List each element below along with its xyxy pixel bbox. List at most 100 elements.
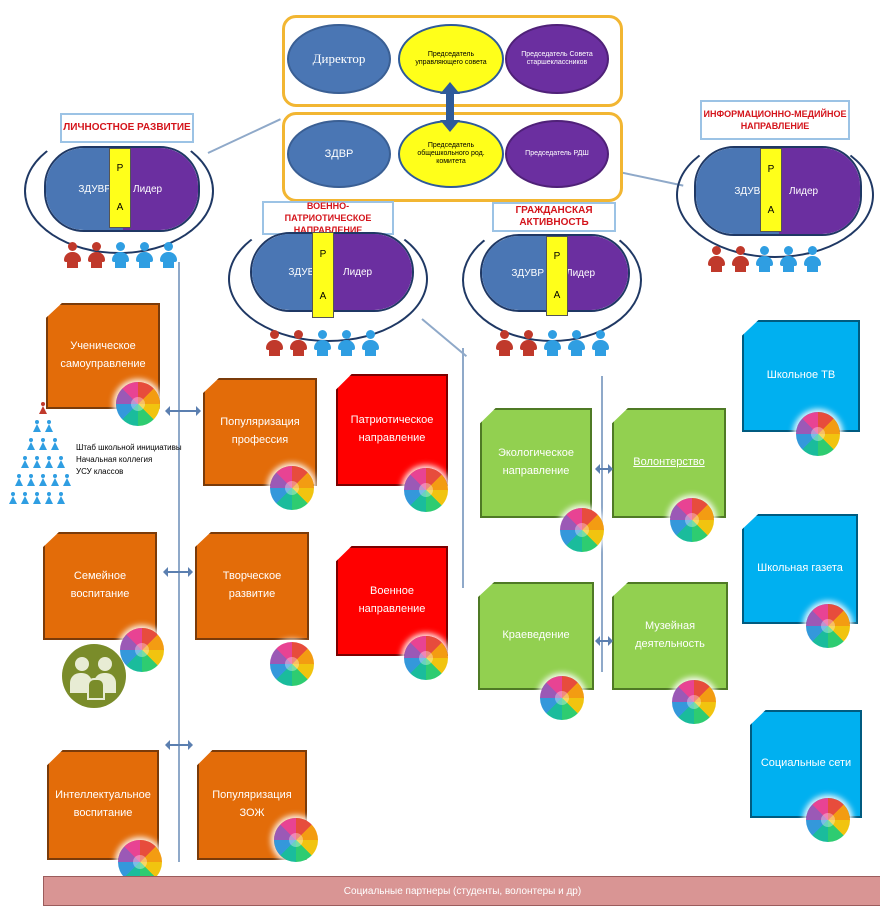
self-gov-item: Начальная коллегия — [76, 455, 153, 464]
puzzle-wheel-icon — [670, 498, 714, 542]
parent-committee-oval: Председатель общешкольного род. комитета — [398, 120, 504, 188]
direction-card: Экологическое направление — [480, 408, 592, 518]
double-arrow-icon — [595, 636, 613, 646]
double-arrow-icon — [595, 464, 613, 474]
double-arrow-icon — [440, 82, 460, 132]
double-arrow-icon — [165, 740, 193, 750]
cluster-right-label: Лидер — [779, 148, 860, 234]
pyramid-people-icon — [8, 400, 74, 520]
direction-card: Музейная деятельность — [612, 582, 728, 690]
double-arrow-icon — [165, 406, 201, 416]
direction-card: Интеллектуальное воспитание — [47, 750, 159, 860]
card-label: Военное направление — [358, 585, 426, 615]
person-icon — [494, 330, 514, 356]
direction-card: Патриотическое направление — [336, 374, 448, 486]
cluster-title: ГРАЖДАНСКАЯ АКТИВНОСТЬ — [492, 202, 616, 232]
card-label: Интеллектуальное воспитание — [55, 789, 151, 819]
person-icon — [518, 330, 538, 356]
person-icon — [802, 246, 822, 272]
connector-line — [178, 262, 180, 862]
rdsh-chair-label: Председатель РДШ — [525, 150, 589, 158]
card-label: Семейное воспитание — [70, 570, 130, 600]
puzzle-wheel-icon — [540, 676, 584, 720]
person-icon — [134, 242, 154, 268]
cluster-title: ИНФОРМАЦИОННО-МЕДИЙНОЕ НАПРАВЛЕНИЕ — [700, 100, 850, 140]
puzzle-wheel-icon — [806, 798, 850, 842]
person-icon — [360, 330, 380, 356]
media-card: Школьная газета — [742, 514, 858, 624]
zdvr-label: ЗДВР — [324, 148, 354, 160]
card-label: Экологическое направление — [497, 447, 575, 477]
social-partners-bar: Социальные партнеры (студенты, волонтеры… — [43, 876, 880, 906]
person-icon — [86, 242, 106, 268]
people-row — [706, 246, 822, 272]
card-label: Творческое развитие — [222, 570, 282, 600]
family-icon — [62, 644, 126, 708]
direction-card: Популяризация профессия — [203, 378, 317, 486]
person-icon — [706, 246, 726, 272]
senior-council-label: Председатель Совета старшеклассников — [521, 51, 593, 66]
media-card: Социальные сети — [750, 710, 862, 818]
puzzle-wheel-icon — [560, 508, 604, 552]
puzzle-wheel-icon — [796, 412, 840, 456]
people-row — [264, 330, 380, 356]
cluster-arc — [676, 132, 874, 258]
council-chair-label: Председатель управляющего совета — [415, 51, 487, 66]
media-card: Школьное ТВ — [742, 320, 860, 432]
person-icon — [288, 330, 308, 356]
person-icon — [566, 330, 586, 356]
person-icon — [754, 246, 774, 272]
direction-card: Волонтерство — [612, 408, 726, 518]
person-icon — [110, 242, 130, 268]
connector-line — [207, 118, 281, 154]
cluster-right-label: Лидер — [556, 236, 628, 310]
card-label: Школьная газета — [757, 562, 843, 575]
cluster-right-label: Лидер — [333, 234, 412, 310]
self-gov-item: Штаб школьной инициативы — [76, 443, 182, 452]
puzzle-wheel-icon — [116, 382, 160, 426]
person-icon — [264, 330, 284, 356]
rdsh-chair-oval: Председатель РДШ — [505, 120, 609, 188]
puzzle-wheel-icon — [120, 628, 164, 672]
card-label: Краеведение — [502, 629, 570, 642]
card-label: Популяризация профессия — [220, 416, 300, 446]
puzzle-wheel-icon — [270, 466, 314, 510]
cluster-right-label: Лидер — [123, 148, 198, 230]
puzzle-wheel-icon — [806, 604, 850, 648]
person-icon — [778, 246, 798, 272]
card-label: Музейная деятельность — [635, 620, 705, 650]
connector-line — [421, 318, 468, 358]
puzzle-wheel-icon — [404, 636, 448, 680]
people-row — [494, 330, 610, 356]
card-label: Школьное ТВ — [766, 369, 836, 382]
puzzle-wheel-icon — [270, 642, 314, 686]
person-icon — [336, 330, 356, 356]
people-row — [62, 242, 178, 268]
senior-council-oval: Председатель Совета старшеклассников — [505, 24, 609, 94]
puzzle-wheel-icon — [404, 468, 448, 512]
puzzle-wheel-icon — [274, 818, 318, 862]
person-icon — [312, 330, 332, 356]
card-label: Популяризация ЗОЖ — [212, 789, 292, 819]
direction-card: Семейное воспитание — [43, 532, 157, 640]
card-label: Волонтерство — [633, 456, 705, 469]
cluster-pill: ЗДУВР Лидер — [694, 146, 862, 236]
card-label: Патриотическое направление — [350, 414, 434, 444]
direction-card: Творческое развитие — [195, 532, 309, 640]
cluster-title: ВОЕННО-ПАТРИОТИЧЕСКОЕ НАПРАВЛЕНИЕ — [262, 201, 394, 235]
self-gov-list: Штаб школьной инициативы Начальная колле… — [76, 442, 206, 478]
person-icon — [730, 246, 750, 272]
parent-committee-label: Председатель общешкольного род. комитета — [417, 142, 485, 165]
card-label: Социальные сети — [760, 757, 852, 770]
footer-label: Социальные партнеры (студенты, волонтеры… — [343, 885, 582, 897]
person-icon — [158, 242, 178, 268]
director-label: Директор — [312, 51, 366, 66]
connector-line — [462, 348, 464, 588]
cluster-pill: ЗДУВР Лидер — [480, 234, 630, 312]
zdvr-oval: ЗДВР — [287, 120, 391, 188]
cluster-left-label: ЗДУВР — [482, 236, 556, 310]
